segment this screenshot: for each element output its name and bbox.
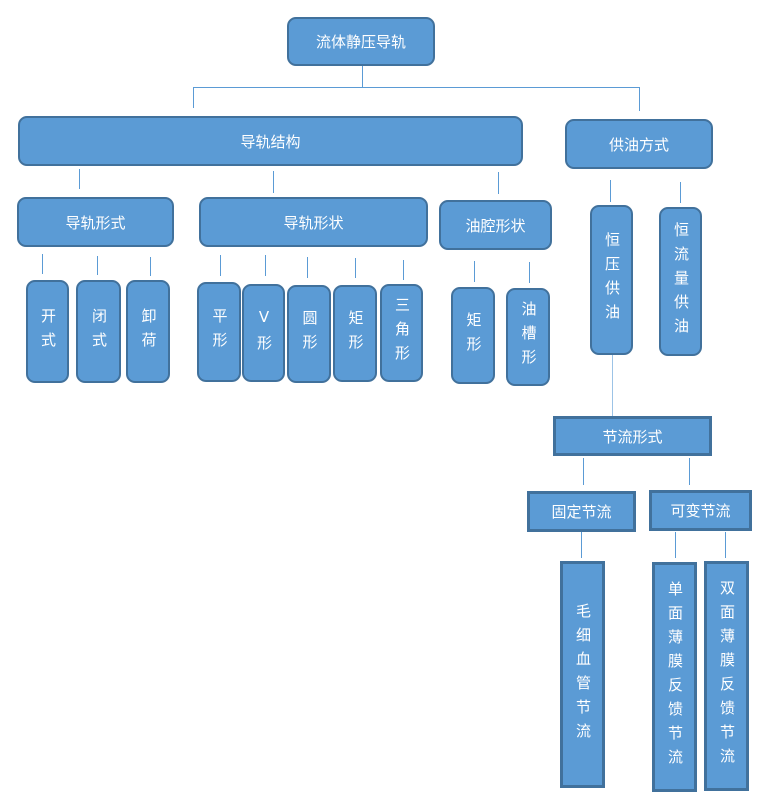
- node-flat: 平形: [197, 282, 241, 382]
- node-label: 平形: [210, 308, 229, 356]
- node-label: 油腔形状: [465, 216, 526, 235]
- node-label: 导轨结构: [240, 132, 301, 151]
- node-triangle: 三角形: [380, 284, 423, 382]
- connector: [265, 255, 266, 276]
- connector: [362, 66, 363, 87]
- node-double-membrane-throttle: 双面薄膜反馈节流: [704, 561, 749, 791]
- connector: [689, 458, 690, 485]
- node-label: 闭式: [90, 307, 108, 356]
- connector: [403, 260, 404, 280]
- connector: [307, 257, 308, 278]
- node-root: 流体静压导轨: [287, 17, 435, 66]
- node-label: 导轨形状: [283, 213, 344, 232]
- connector: [273, 171, 274, 193]
- node-guide-shape: 导轨形状: [199, 197, 428, 247]
- node-label: 供油方式: [608, 135, 669, 154]
- node-capillary-throttle: 毛细血管节流: [560, 561, 605, 788]
- node-oil-groove: 油槽形: [506, 288, 550, 386]
- node-label: 油槽形: [519, 301, 538, 373]
- node-fixed-throttle: 固定节流: [527, 491, 636, 532]
- connector: [355, 258, 356, 278]
- node-label: 毛细血管节流: [574, 602, 592, 747]
- node-throttle-form: 节流形式: [553, 416, 712, 456]
- node-v-shape: V形: [242, 284, 285, 382]
- node-cavity-shape: 油腔形状: [439, 200, 552, 250]
- connector: [529, 262, 530, 283]
- node-label: 恒流量供油: [672, 221, 690, 342]
- node-label: 矩形: [464, 311, 483, 360]
- connector: [639, 87, 640, 111]
- node-round: 圆形: [287, 285, 331, 383]
- node-label: 卸荷: [139, 307, 158, 356]
- node-label: 矩形: [346, 309, 365, 358]
- connector: [150, 257, 151, 276]
- node-single-membrane-throttle: 单面薄膜反馈节流: [652, 562, 697, 792]
- node-label: 三角形: [393, 297, 411, 369]
- node-label: 固定节流: [551, 503, 612, 521]
- connector: [220, 255, 221, 276]
- connector: [680, 182, 681, 203]
- node-label: 开式: [39, 307, 57, 356]
- node-label: 节流形式: [602, 427, 663, 446]
- node-oil-supply: 供油方式: [565, 119, 713, 169]
- node-label: 单面薄膜反馈节流: [666, 581, 684, 773]
- node-label: 导轨形式: [65, 213, 126, 232]
- connector: [610, 180, 611, 202]
- node-label: 双面薄膜反馈节流: [718, 580, 736, 772]
- node-label: 恒压供油: [603, 232, 621, 328]
- node-guide-form: 导轨形式: [17, 197, 174, 247]
- connector: [675, 532, 676, 558]
- connector: [474, 261, 475, 282]
- node-open: 开式: [26, 280, 69, 383]
- node-label: 可变节流: [670, 502, 731, 520]
- node-constant-pressure: 恒压供油: [590, 205, 633, 355]
- connector: [583, 458, 584, 485]
- connector: [97, 256, 98, 275]
- connector: [581, 532, 582, 558]
- connector: [193, 87, 640, 88]
- node-constant-flow: 恒流量供油: [659, 207, 702, 356]
- node-guide-structure: 导轨结构: [18, 116, 523, 166]
- node-label: V形: [255, 307, 273, 359]
- node-variable-throttle: 可变节流: [649, 490, 752, 531]
- connector: [725, 532, 726, 558]
- node-cavity-rectangle: 矩形: [451, 287, 495, 384]
- connector: [612, 354, 613, 416]
- node-unloading: 卸荷: [126, 280, 170, 383]
- node-label: 圆形: [300, 310, 319, 358]
- node-label: 流体静压导轨: [315, 33, 406, 51]
- connector: [42, 254, 43, 274]
- connector: [193, 87, 194, 108]
- connector: [79, 169, 80, 189]
- connector: [498, 172, 499, 194]
- node-closed: 闭式: [76, 280, 121, 383]
- node-rectangle: 矩形: [333, 285, 377, 382]
